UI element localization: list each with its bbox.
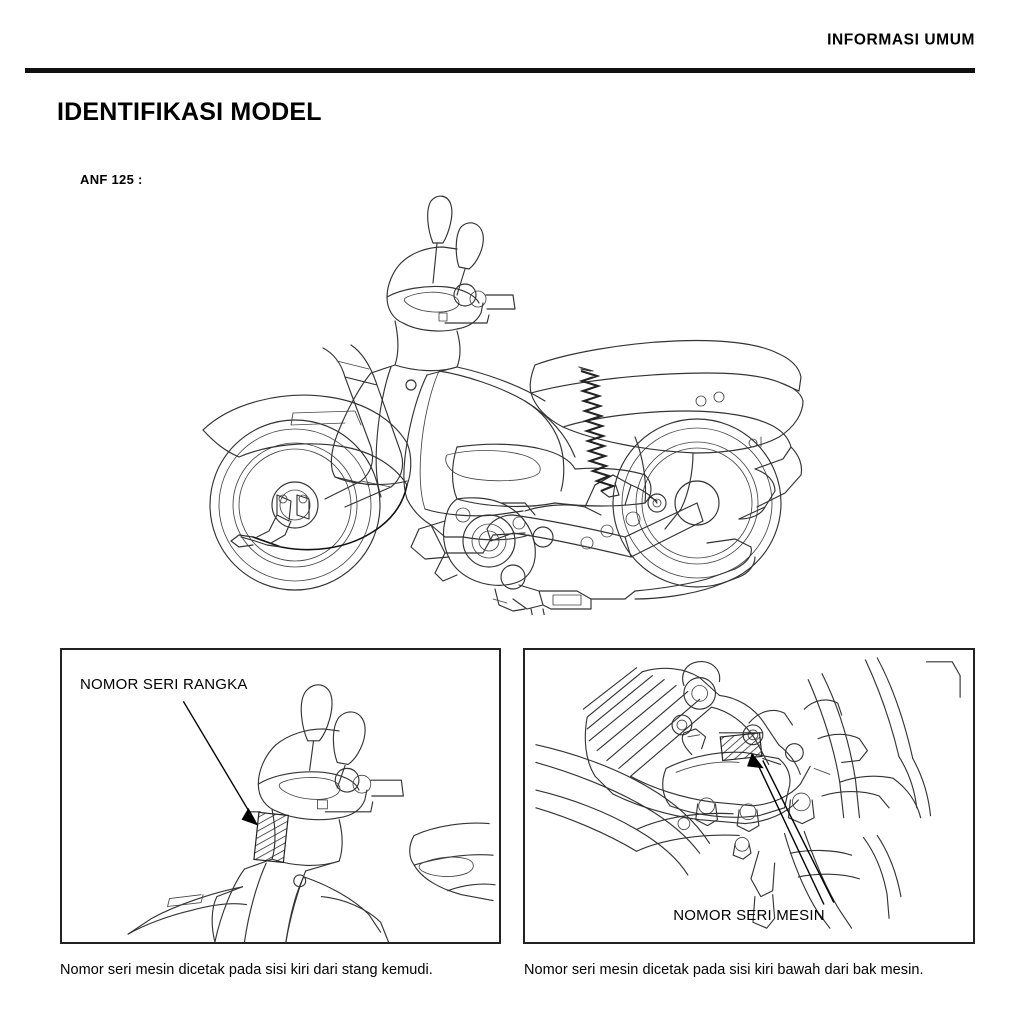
engine-number-detail-svg [535,657,961,929]
engine-number-callout-arrow [747,752,835,905]
body-frame-cover [406,366,576,554]
center-stand [750,830,902,929]
swingarm-and-suspension [486,474,704,558]
seat-fragment-detail [409,822,496,902]
exhaust-pipe [634,538,756,600]
front-wheel [209,419,381,591]
front-body-detail [127,874,390,942]
mirrors-detail [300,684,366,789]
frame-number-callout-arrow [182,700,259,826]
panel-engine-number: NOMOR SERI MESIN [523,648,975,944]
footpeg [434,552,458,582]
rear-wheel [612,418,782,588]
caption-engine-number: Nomor seri mesin dicetak pada sisi kiri … [524,962,924,978]
motorcycle-side-view-illustration [195,185,855,615]
side-cover [554,467,652,507]
header-title: INFORMASI UMUM [827,31,975,49]
engine-number-callout-label: NOMOR SERI MESIN [673,907,825,924]
front-fender [202,394,412,486]
bolt-row [677,792,815,860]
side-stand [530,608,545,615]
header-divider-rule [25,68,975,73]
page-title: IDENTIFIKASI MODEL [57,98,322,126]
engine-block [410,497,636,612]
steering-head-detail [214,809,343,942]
handlebar-and-mirrors [370,195,516,376]
page-header: INFORMASI UMUM [0,0,1024,80]
frame-tubes-and-exhaust [535,657,961,876]
front-leg-shield [330,366,440,510]
model-designation-label: ANF 125 : [80,172,143,187]
caption-frame-number: Nomor seri mesin dicetak pada sisi kiri … [60,962,433,978]
rear-shock-absorber [578,366,658,502]
handlebar-cowl-detail [257,728,404,821]
front-brake-assembly [230,484,408,551]
motorcycle-line-art-svg [202,195,804,615]
frame-number-callout-label: NOMOR SERI RANGKA [80,676,248,693]
engine-cover-with-number [662,728,791,818]
panel-frame-number: NOMOR SERI RANGKA [60,648,501,944]
frame-number-detail-svg [127,684,496,942]
